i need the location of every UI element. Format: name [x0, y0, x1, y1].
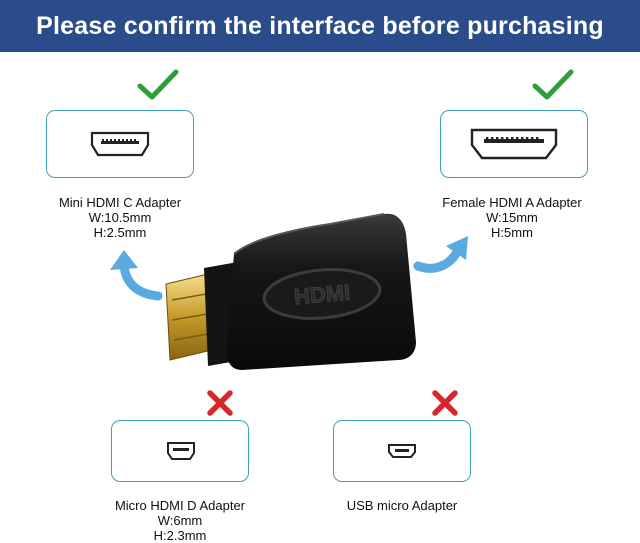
page-title-banner: Please confirm the interface before purc…	[0, 0, 640, 52]
hdmi-embossed-logo: HDMI	[293, 280, 351, 310]
micro-hdmi-d-name: Micro HDMI D Adapter	[114, 498, 246, 513]
micro-hdmi-d-height: H:2.3mm	[153, 528, 207, 543]
female-hdmi-a-name: Female HDMI A Adapter	[442, 195, 582, 210]
page-title: Please confirm the interface before purc…	[36, 11, 604, 40]
cross-icon	[205, 388, 235, 418]
mini-hdmi-c-name: Mini HDMI C Adapter	[58, 195, 182, 210]
mini-hdmi-c-height: H:2.5mm	[93, 225, 147, 240]
mini-hdmi-c-label: Mini HDMI C Adapter W:10.5mm H:2.5mm	[30, 195, 210, 240]
female-hdmi-a-width: W:15mm	[486, 210, 538, 225]
right-curved-arrow-icon	[412, 230, 476, 280]
mini-hdmi-port-icon	[90, 131, 150, 157]
left-curved-arrow-icon	[104, 246, 164, 302]
cross-icon	[430, 388, 460, 418]
female-hdmi-a-height: H:5mm	[491, 225, 533, 240]
female-hdmi-a-port-box	[440, 110, 588, 178]
micro-hdmi-d-label: Micro HDMI D Adapter W:6mm H:2.3mm	[90, 498, 270, 543]
female-hdmi-a-label: Female HDMI A Adapter W:15mm H:5mm	[422, 195, 602, 240]
mini-hdmi-c-port-box	[46, 110, 194, 178]
mini-hdmi-c-width: W:10.5mm	[88, 210, 152, 225]
check-icon	[137, 68, 179, 102]
micro-hdmi-d-port-box	[111, 420, 249, 482]
micro-hdmi-d-width: W:6mm	[157, 513, 203, 528]
hdmi-a-port-icon	[470, 128, 558, 160]
usb-micro-port-icon	[387, 443, 417, 459]
usb-micro-name: USB micro Adapter	[346, 498, 458, 513]
check-icon	[532, 68, 574, 102]
micro-hdmi-port-icon	[166, 441, 196, 461]
hdmi-adapter-product-image: HDMI	[160, 210, 430, 380]
usb-micro-port-box	[333, 420, 471, 482]
usb-micro-label: USB micro Adapter	[312, 498, 492, 513]
